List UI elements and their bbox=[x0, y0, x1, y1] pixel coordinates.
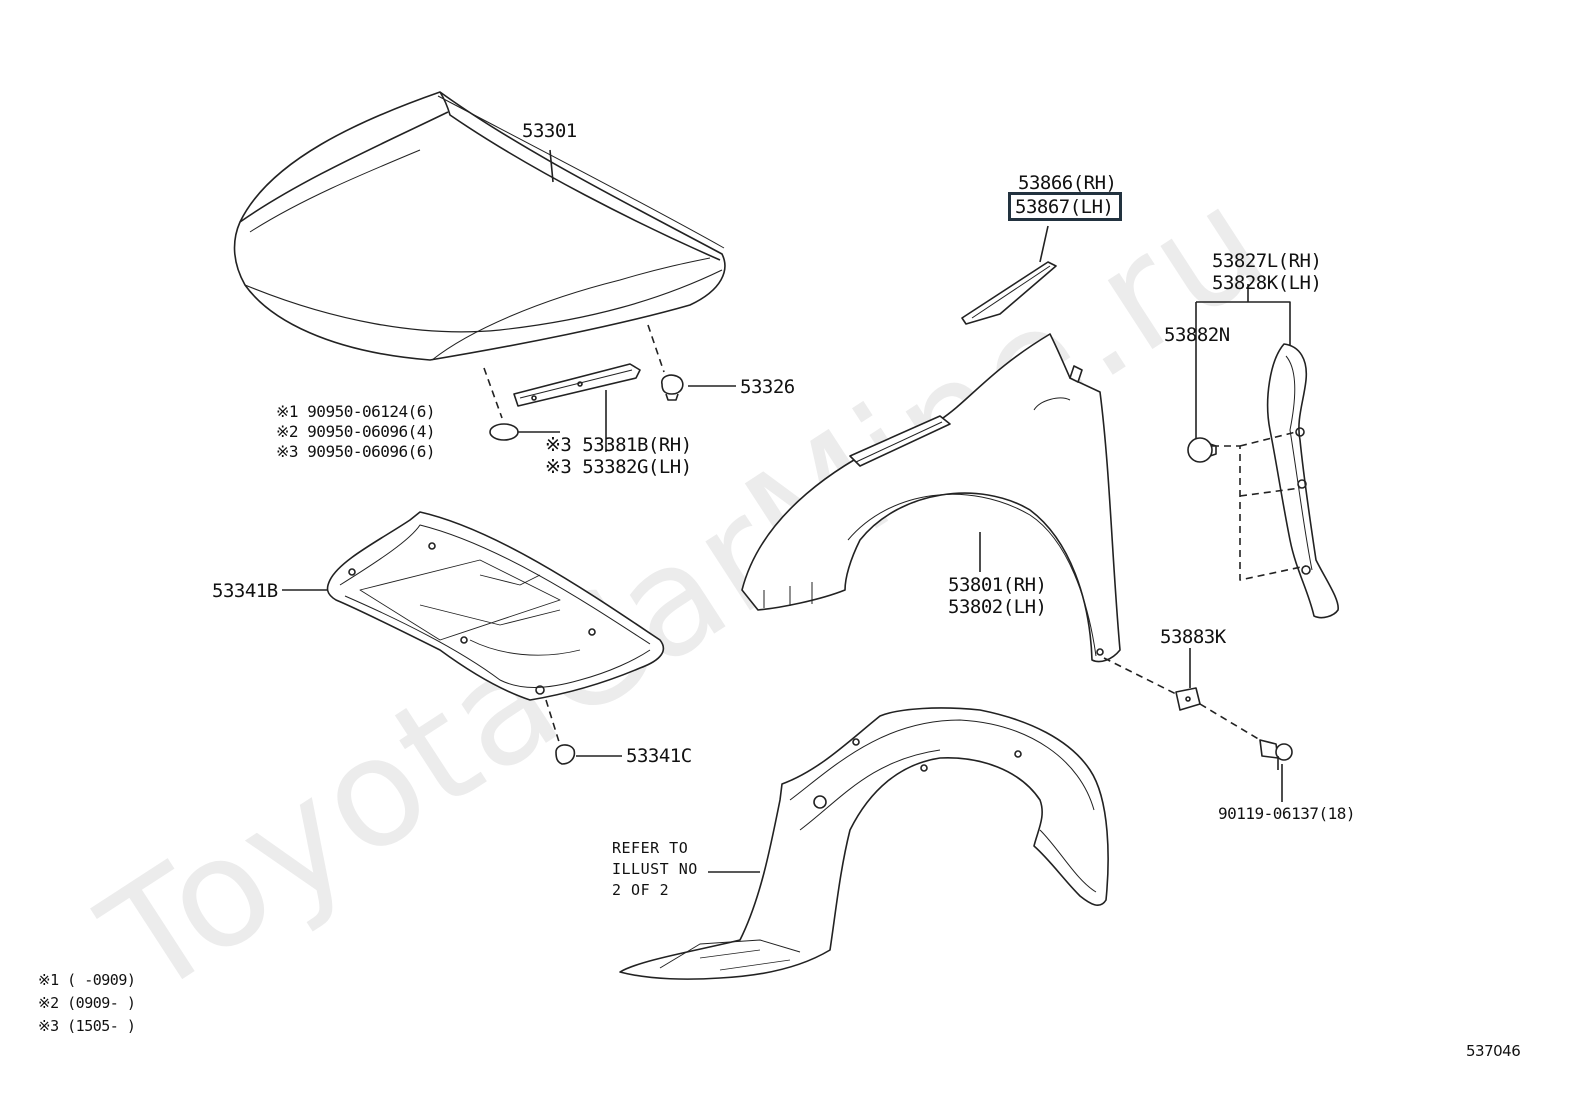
fender-drawing[interactable] bbox=[741, 333, 1121, 663]
label-bracket-rh[interactable]: 53827L(RH) bbox=[1212, 250, 1322, 272]
label-seal-fender-lh-highlighted[interactable]: 53867(LH) bbox=[1008, 192, 1123, 221]
clip-53341c-drawing[interactable] bbox=[555, 744, 576, 765]
bolt-drawing[interactable] bbox=[1259, 739, 1293, 770]
label-clip-53326[interactable]: 53326 bbox=[740, 376, 795, 398]
label-insulator[interactable]: 53341B bbox=[212, 580, 278, 602]
label-fender-lh[interactable]: 53802(LH) bbox=[948, 596, 1047, 618]
label-fender-rh[interactable]: 53801(RH) bbox=[948, 574, 1047, 596]
note-3: ※3 (1505- ) bbox=[38, 1017, 136, 1035]
clip-53882n-drawing[interactable] bbox=[1187, 437, 1217, 463]
label-nut-53883k[interactable]: 53883K bbox=[1160, 626, 1226, 648]
nut-53883k-drawing[interactable] bbox=[1175, 687, 1201, 711]
refer-line-1: REFER TO bbox=[612, 839, 689, 857]
note-2: ※2 (0909- ) bbox=[38, 994, 136, 1012]
label-hood-ins-1[interactable]: ※1 90950-06124(6) bbox=[276, 402, 436, 421]
hood-drawing[interactable] bbox=[233, 91, 726, 361]
refer-line-3: 2 OF 2 bbox=[612, 881, 670, 899]
label-bolt[interactable]: 90119-06137(18) bbox=[1218, 804, 1356, 823]
label-seal-rh[interactable]: ※3 53381B(RH) bbox=[545, 434, 692, 456]
label-seal-fender-rh[interactable]: 53866(RH) bbox=[1018, 172, 1117, 194]
label-clip-53341c[interactable]: 53341C bbox=[626, 745, 692, 767]
fender-bracket-drawing[interactable] bbox=[1266, 343, 1339, 619]
note-1: ※1 ( -0909) bbox=[38, 971, 136, 989]
label-clip-53882n[interactable]: 53882N bbox=[1164, 324, 1230, 346]
label-hood-ins-3[interactable]: ※3 90950-06096(6) bbox=[276, 442, 436, 461]
refer-line-2: ILLUST NO bbox=[612, 860, 698, 878]
label-hood-ins-2[interactable]: ※2 90950-06096(4) bbox=[276, 422, 436, 441]
clip-53326-drawing[interactable] bbox=[661, 374, 684, 401]
insulator-drawing[interactable] bbox=[326, 511, 665, 701]
label-hood[interactable]: 53301 bbox=[522, 120, 577, 142]
label-seal-lh[interactable]: ※3 53382G(LH) bbox=[545, 456, 692, 478]
fender-liner-drawing[interactable] bbox=[619, 707, 1109, 980]
hood-seal-drawing[interactable] bbox=[513, 363, 641, 407]
label-bracket-lh[interactable]: 53828K(LH) bbox=[1212, 272, 1322, 294]
diagram-code: 537046 bbox=[1466, 1042, 1521, 1060]
hood-plug-drawing[interactable] bbox=[489, 423, 519, 441]
fender-seal-drawing[interactable] bbox=[961, 261, 1057, 325]
